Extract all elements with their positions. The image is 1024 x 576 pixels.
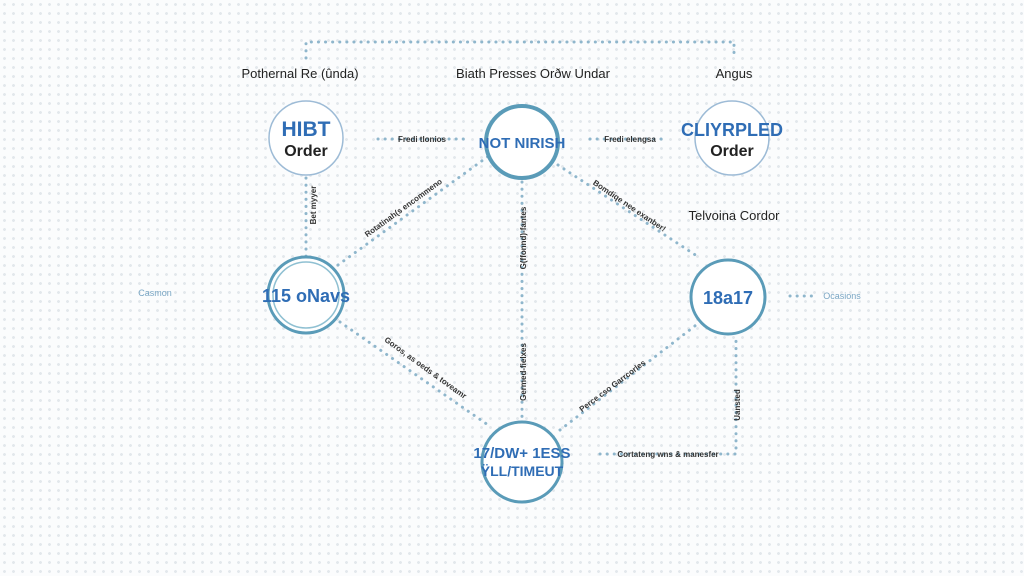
label-top-right: Angus xyxy=(716,66,753,81)
edge-connector-ml-b xyxy=(338,320,490,427)
node-top-right-title: CLIYRPLED xyxy=(681,120,783,140)
side-label-right: Ocasions xyxy=(823,291,861,301)
edge-label-tc-b-lower: Germed-fielxes xyxy=(519,343,528,401)
node-bottom-subtitle: ŸLL/TIMEUT xyxy=(481,463,564,479)
edge-connector-ml-tc xyxy=(336,153,492,267)
node-top-left[interactable]: HIBT Order xyxy=(268,100,344,176)
node-top-left-title: HIBT xyxy=(282,118,331,141)
edge-label-tl-ml: Bet myyer xyxy=(309,186,318,225)
node-mid-right[interactable]: 18a17 xyxy=(689,258,767,336)
node-top-center[interactable]: NOT NIRISH xyxy=(479,104,566,180)
node-mid-right-title: 18a17 xyxy=(703,288,753,308)
edge-label-tl-tc: Fredi tlonios xyxy=(398,135,447,144)
edge-connector-b-mr xyxy=(558,320,702,432)
edge-label-tc-tr: Fredi elengsa xyxy=(604,135,656,144)
connectors xyxy=(304,40,817,456)
node-top-right-subtitle: Order xyxy=(710,143,754,160)
edge-label-ml-tc: Rotatinah(s encommeno xyxy=(363,177,444,239)
edge-label-mr-down: Uansted xyxy=(733,389,742,421)
label-right-mid: Telvoina Cordor xyxy=(688,208,780,223)
node-bottom[interactable]: 17/DW+ 1ESS ŸLL/TIMEUT xyxy=(473,420,571,504)
edge-label-tc-mr: Bomdiqe nee exanber! xyxy=(591,178,667,233)
label-top-center: Biath Presses Orðw Undar xyxy=(456,66,611,81)
edge-connector-b-right xyxy=(598,333,738,456)
node-mid-left[interactable]: 115 oNavs xyxy=(262,255,350,335)
node-top-right[interactable]: CLIYRPLED Order xyxy=(681,100,783,176)
edge-label-b-right: Cortateng wns & manesfer xyxy=(617,450,718,459)
node-top-center-title: NOT NIRISH xyxy=(479,135,566,152)
edge-label-tc-b-upper: G(ffonnd)-fantes xyxy=(519,206,528,269)
label-top-left: Pothernal Re (ûnda) xyxy=(241,66,358,81)
edge-label-b-mr: Perce cso Garrcorles xyxy=(578,358,648,414)
edge-label-ml-b: Goros, as oeds & toveamr xyxy=(383,335,469,401)
top-bracket-connector xyxy=(304,40,736,60)
node-bottom-title: 17/DW+ 1ESS xyxy=(473,445,570,462)
side-label-left: Casmon xyxy=(138,288,172,298)
node-mid-left-title: 115 oNavs xyxy=(262,286,350,306)
edge-connector-tc-mr xyxy=(556,163,702,260)
node-top-left-subtitle: Order xyxy=(284,143,328,160)
